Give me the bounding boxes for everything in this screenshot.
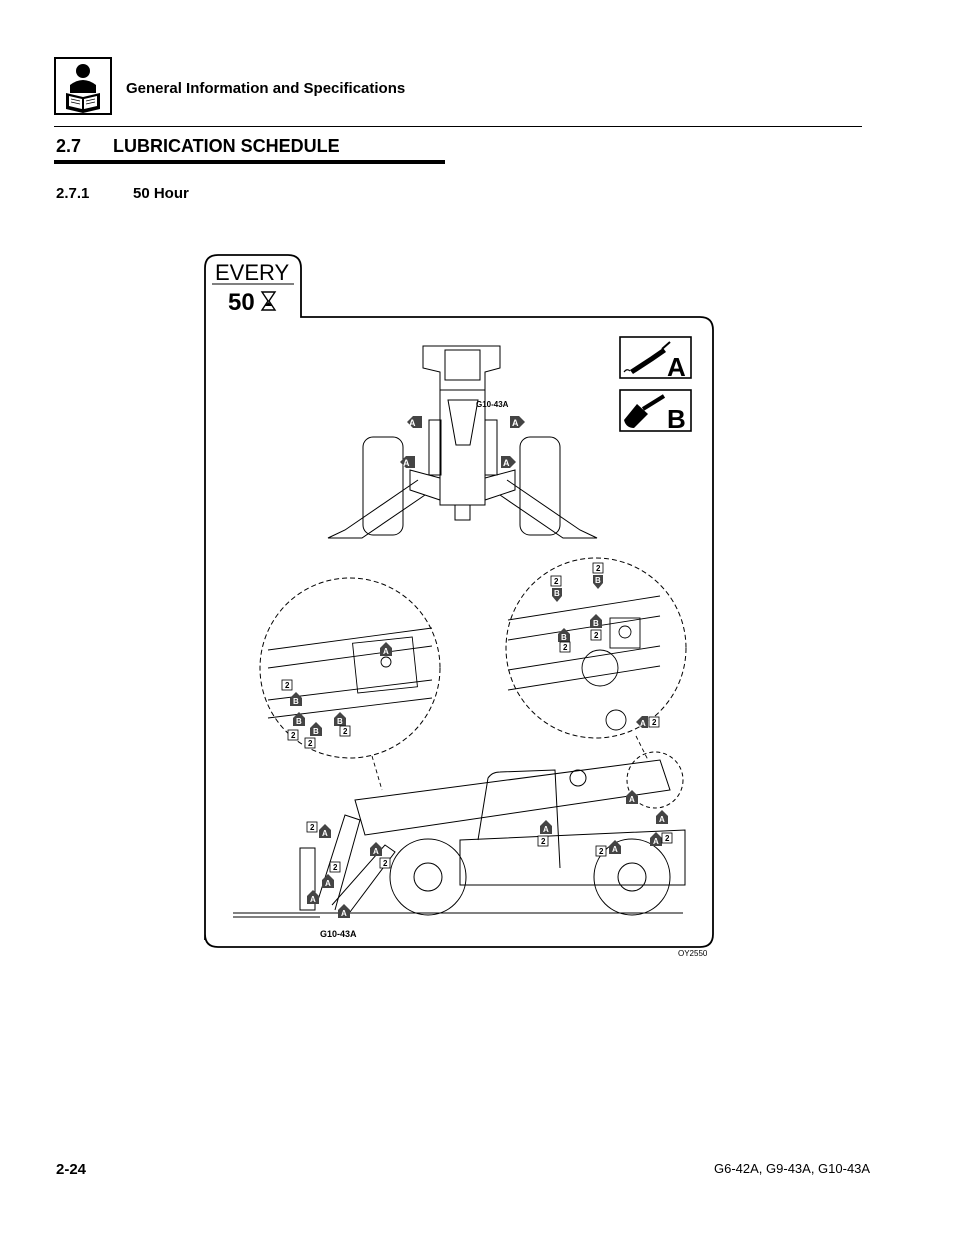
detail-boom-left: A B B B B 2 2 2 2 — [259, 577, 441, 759]
marker-label: 2 — [596, 564, 601, 573]
legend-letter-b: B — [667, 404, 686, 434]
marker-label: 2 — [594, 631, 599, 640]
marker-label: 2 — [554, 577, 559, 586]
marker-label: B — [313, 727, 319, 736]
marker-label: A — [403, 458, 410, 468]
footer-models: G6-42A, G9-43A, G10-43A — [714, 1161, 871, 1176]
marker-label: 2 — [665, 834, 670, 843]
legend-grease-gun: A — [619, 336, 692, 382]
subsection-title: 50 Hour — [133, 185, 189, 202]
model-label-bottom: G10-43A — [320, 929, 357, 939]
legend-paint-brush: B — [619, 389, 692, 434]
marker-label: A — [341, 909, 347, 918]
hourglass-icon — [260, 291, 277, 311]
grease-point-markers: A A A A — [400, 416, 525, 468]
side-view-markers: 2 A A A A A 2 2 A 2 2 A A A A 2 — [306, 790, 673, 918]
paint-brush-icon — [624, 394, 666, 428]
section-rule — [54, 160, 445, 164]
subsection-number: 2.7.1 — [56, 185, 90, 202]
marker-label: A — [322, 829, 328, 838]
marker-label: A — [640, 719, 646, 728]
interval-word: EVERY — [215, 260, 290, 285]
legend-letter-a: A — [667, 352, 686, 382]
marker-label: A — [653, 837, 659, 846]
marker-label: 2 — [285, 681, 290, 690]
header-title: General Information and Specifications — [126, 80, 406, 97]
marker-label: B — [593, 619, 599, 628]
model-label-top: G10-43A — [476, 400, 509, 409]
marker-label: A — [383, 647, 389, 656]
marker-label: A — [659, 815, 665, 824]
marker-label: A — [629, 795, 635, 804]
marker-label: A — [612, 845, 618, 854]
marker-label: B — [337, 717, 343, 726]
marker-label: A — [310, 895, 316, 904]
marker-label: B — [554, 589, 560, 598]
interval-value: 50 — [228, 289, 255, 316]
marker-label: B — [296, 717, 302, 726]
marker-label: 2 — [310, 823, 315, 832]
marker-label: 2 — [563, 643, 568, 652]
marker-label: 2 — [541, 837, 546, 846]
marker-label: 2 — [343, 727, 348, 736]
marker-label: A — [409, 418, 416, 428]
marker-label: A — [543, 825, 549, 834]
rear-view-drawing — [327, 345, 598, 539]
lubrication-diagram: EVERY 50 A B — [200, 250, 720, 970]
manual-reader-icon — [54, 57, 112, 115]
marker-label: A — [325, 879, 331, 888]
header-divider — [54, 126, 862, 127]
marker-label: 2 — [308, 739, 313, 748]
section-title: LUBRICATION SCHEDULE — [113, 136, 340, 156]
figure-id: OY2550 — [678, 949, 708, 958]
marker-label: 2 — [383, 859, 388, 868]
marker-label: 2 — [652, 718, 657, 727]
marker-label: A — [373, 847, 379, 856]
marker-label: A — [503, 458, 510, 468]
figure-frame — [204, 254, 714, 948]
marker-label: B — [595, 576, 601, 585]
side-view-drawing — [233, 751, 686, 918]
detail-boom-right: 2 B 2 B B 2 B 2 A 2 — [505, 557, 687, 739]
marker-label: 2 — [599, 847, 604, 856]
marker-label: 2 — [291, 731, 296, 740]
page-number: 2-24 — [56, 1161, 87, 1178]
marker-label: A — [512, 418, 519, 428]
grease-gun-icon — [623, 341, 671, 374]
lubrication-diagram-svg: EVERY 50 A B — [204, 254, 714, 948]
section-number: 2.7 — [56, 136, 82, 156]
marker-label: B — [293, 697, 299, 706]
marker-label: B — [561, 633, 567, 642]
marker-label: 2 — [333, 863, 338, 872]
